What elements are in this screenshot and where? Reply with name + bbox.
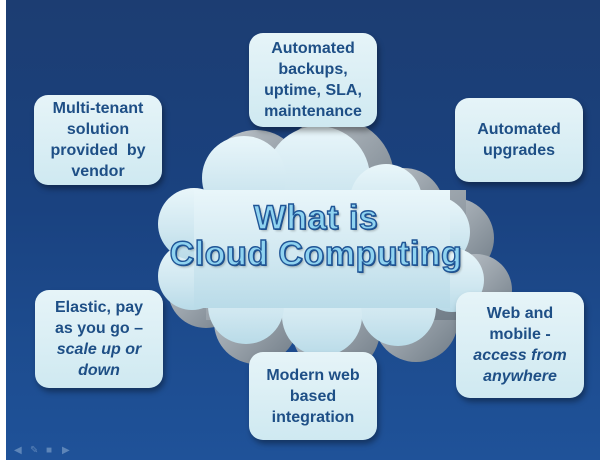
slideshow-controls: ◀ ✎ ■ ▶ [14, 446, 72, 458]
integration-line-1: Modern web [266, 366, 360, 384]
title-line-2: Cloud Computing [169, 235, 463, 273]
center-title: What is Cloud Computing [151, 199, 481, 273]
integration-line-3: integration [271, 408, 355, 426]
upgrades-line-1: Automated [477, 121, 561, 138]
multitenant-line-3: provided by [50, 142, 146, 159]
mobile-line-4: anywhere [483, 368, 557, 385]
backups-line-2: backups, [278, 61, 348, 78]
mobile-line-3: access from [473, 347, 567, 364]
mobile-line-1: Web and [486, 305, 554, 322]
elastic-line-2: as you go – [54, 320, 143, 337]
pen-icon[interactable]: ✎ [30, 445, 39, 456]
elastic-line-4: down [78, 362, 120, 379]
box-web-mobile: Web and mobile - access from anywhere [456, 292, 584, 398]
box-automated-upgrades: Automated upgrades [455, 98, 583, 182]
box-multi-tenant: Multi-tenant solution provided by vendor [34, 95, 162, 185]
back-arrow-icon[interactable]: ◀ [14, 445, 22, 456]
box-automated-backups: Automated backups, uptime, SLA, maintena… [249, 33, 377, 127]
cloud-face [158, 126, 484, 356]
elastic-line-1: Elastic, pay [54, 299, 144, 316]
mobile-line-2: mobile - [489, 326, 551, 343]
backups-line-1: Automated [271, 40, 355, 57]
upgrades-line-2: upgrades [482, 142, 555, 159]
multitenant-line-1: Multi-tenant [52, 100, 144, 117]
integration-line-2: based [289, 387, 337, 405]
multitenant-line-4: vendor [71, 163, 125, 180]
elastic-line-3: scale up or [56, 341, 142, 358]
slide: What is Cloud Computing Automated backup… [6, 0, 600, 460]
cloud-graphic [158, 118, 512, 374]
title-line-1: What is [253, 199, 379, 237]
slide-menu-icon[interactable]: ■ [46, 445, 53, 456]
backups-line-4: maintenance [264, 103, 362, 120]
forward-arrow-icon[interactable]: ▶ [62, 445, 70, 456]
backups-line-3: uptime, SLA, [264, 82, 362, 99]
multitenant-line-2: solution [66, 121, 130, 138]
box-elastic: Elastic, pay as you go – scale up or dow… [35, 290, 163, 388]
box-modern-web: Modern web based integration [249, 352, 377, 440]
